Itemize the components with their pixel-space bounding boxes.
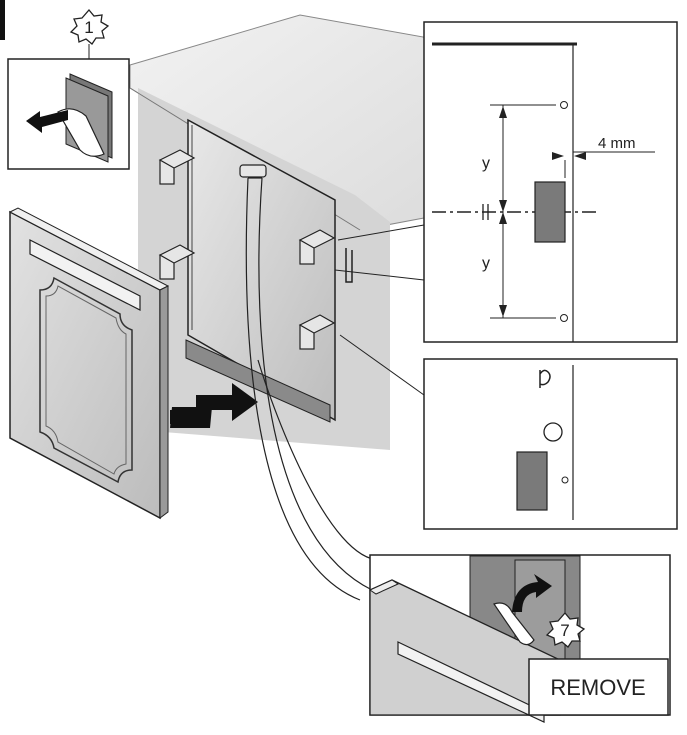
bottom-strip xyxy=(185,339,331,423)
detail-hook-frame xyxy=(423,358,678,530)
strip-line-a xyxy=(258,177,373,591)
dimension-y-lower: y xyxy=(482,255,490,272)
furniture-door xyxy=(8,207,170,520)
step1-number: 1 xyxy=(84,18,93,37)
door-decorative-inset xyxy=(39,276,133,484)
detail-dimensions: 4 mm y y xyxy=(334,21,678,343)
door-front xyxy=(9,210,161,520)
push-arrow-icon xyxy=(170,383,258,428)
curved-arrow-icon xyxy=(512,574,552,612)
step1-inset xyxy=(7,58,130,170)
removal-strip xyxy=(493,602,535,646)
step-badge-icon xyxy=(69,8,110,45)
push-arrow-large xyxy=(196,383,258,421)
remove-callout: REMOVE xyxy=(528,658,669,716)
strip-line-b xyxy=(245,177,361,601)
bracket-slot xyxy=(534,181,566,243)
arrow-left-icon xyxy=(26,110,68,133)
hole-top xyxy=(560,101,568,109)
step7-number: 7 xyxy=(560,621,569,640)
mounting-brackets xyxy=(158,149,336,350)
cabinet-hook xyxy=(345,248,353,283)
remove-label: REMOVE xyxy=(550,675,645,700)
appliance-front xyxy=(158,118,353,423)
remove-label-box xyxy=(528,658,669,716)
handle-clip xyxy=(239,164,267,178)
step7-inset xyxy=(368,554,671,723)
hole-bottom xyxy=(560,314,568,322)
step7-door-handle xyxy=(397,641,545,723)
appliance-panel xyxy=(187,118,336,422)
step-badge-icon xyxy=(545,611,586,648)
hook-slot xyxy=(516,451,548,511)
step1-badge: 1 xyxy=(69,8,110,59)
door-handle xyxy=(29,239,141,311)
peel-film xyxy=(57,108,105,157)
door-side xyxy=(159,285,169,519)
offset-label: 4 mm xyxy=(598,135,636,152)
keyhole-icon xyxy=(539,369,551,388)
detail-hook xyxy=(339,334,678,530)
round-hole xyxy=(543,422,563,442)
corner-tab xyxy=(0,0,5,40)
dimension-y-upper: y xyxy=(482,155,490,172)
step7-badge: 7 xyxy=(545,611,586,648)
